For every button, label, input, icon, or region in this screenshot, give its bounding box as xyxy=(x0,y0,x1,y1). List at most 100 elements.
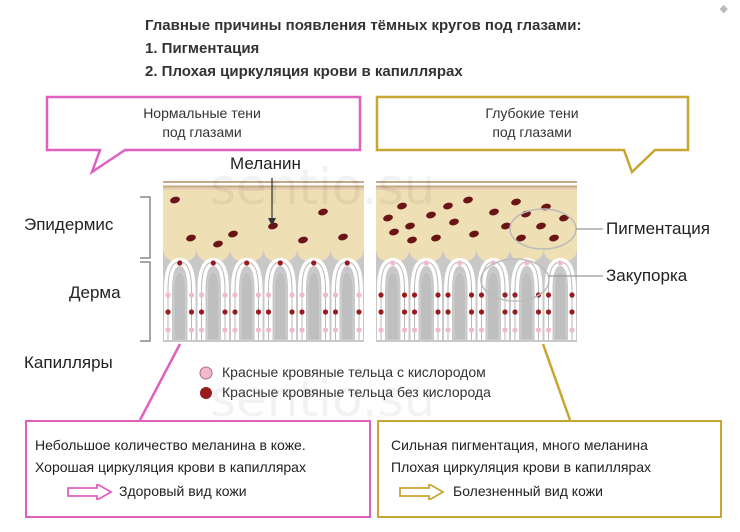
melanin-granule xyxy=(389,228,399,236)
deoxygenated-cell xyxy=(165,309,171,315)
deoxygenated-cell xyxy=(244,260,250,266)
deoxygenated-cell xyxy=(468,309,475,315)
oxygenated-cell xyxy=(457,260,463,266)
oxygenated-cell xyxy=(165,292,171,298)
deoxygenated-cell xyxy=(198,309,205,315)
oxygenated-cell xyxy=(468,327,475,333)
oxygenated-cell xyxy=(222,292,228,298)
deoxygenated-cell xyxy=(356,309,362,315)
title-line-1: Главные причины появления тёмных кругов … xyxy=(145,17,582,34)
oxygenated-cell xyxy=(255,292,262,298)
left-box-line-1: Небольшое количество меланина в коже. xyxy=(35,437,306,453)
oxygenated-cell xyxy=(557,260,563,266)
left-conclusion-box: Небольшое количество меланина в коже. Хо… xyxy=(25,420,371,518)
oxygenated-cell xyxy=(390,260,396,266)
melanin-granule xyxy=(559,214,569,222)
oxygenated-cell xyxy=(188,292,195,298)
watermark-bottom: sentio.su xyxy=(210,370,436,428)
deoxygenated-cell xyxy=(210,260,216,266)
oxygenated-cell xyxy=(198,292,205,298)
oxygenated-cell xyxy=(198,327,205,333)
oxygenated-cell xyxy=(378,327,384,333)
melanin-granule xyxy=(383,214,393,222)
dermal-papilla xyxy=(274,271,287,341)
right-box-line-2: Плохая циркуляция крови в капиллярах xyxy=(391,459,652,475)
melanin-granule xyxy=(536,222,546,230)
dermal-papilla xyxy=(173,271,186,341)
oxygenated-cell xyxy=(435,327,441,333)
oxygenated-cell xyxy=(401,327,408,333)
melanin-granule xyxy=(511,198,521,206)
deoxygenated-cell xyxy=(435,309,441,315)
melanin-granule xyxy=(549,234,559,242)
oxygenated-cell xyxy=(445,327,451,333)
melanin-granule xyxy=(170,196,180,204)
dermal-papilla xyxy=(520,271,533,341)
right-conclusion-box: Сильная пигментация, много меланина Плох… xyxy=(377,420,722,518)
melanin-granule xyxy=(268,222,278,230)
dermal-papilla xyxy=(554,271,567,341)
oxygenated-cell xyxy=(356,327,362,333)
deoxygenated-cell xyxy=(378,309,384,315)
blockage-label: Закупорка xyxy=(606,266,688,285)
deoxygenated-cell xyxy=(401,309,408,315)
melanin-granule xyxy=(186,234,196,242)
legend-deoxygenated: Красные кровяные тельца без кислорода xyxy=(222,384,491,400)
melanin-granule xyxy=(298,236,308,244)
left-connector xyxy=(138,343,182,421)
right-skin-section xyxy=(376,181,577,342)
dermis-bracket xyxy=(140,261,151,342)
oxygenated-cell xyxy=(411,327,418,333)
oxygenated-cell xyxy=(512,327,518,333)
deoxygenated-cell xyxy=(177,260,183,266)
deoxygenated-cell xyxy=(322,309,329,315)
deoxygenated-cell xyxy=(332,309,339,315)
oxygenated-cell xyxy=(322,292,329,298)
deoxygenated-cell xyxy=(265,309,272,315)
deoxygenated-cell xyxy=(512,292,518,298)
legend-oxygenated: Красные кровяные тельца с кислородом xyxy=(222,364,486,380)
oxygenated-cell xyxy=(478,327,485,333)
deoxygenated-cell xyxy=(502,309,508,315)
melanin-granule xyxy=(449,218,459,226)
capillaries-label: Капилляры xyxy=(24,353,113,372)
deoxygenated-cell xyxy=(299,309,305,315)
dermal-papilla xyxy=(386,271,399,341)
melanin-granule xyxy=(213,240,223,248)
melanin-granule xyxy=(463,196,473,204)
left-box-result: Здоровый вид кожи xyxy=(119,483,247,499)
dermal-papilla xyxy=(307,271,320,341)
melanin-granule xyxy=(443,202,453,210)
melanin-granule xyxy=(489,208,499,216)
oxygenated-cell xyxy=(289,327,295,333)
deoxygenated-cell xyxy=(435,292,441,298)
pigmentation-label: Пигментация xyxy=(606,219,710,238)
diamond-icon: ◆ xyxy=(719,3,728,15)
oxygenated-cell xyxy=(332,292,339,298)
title-line-2: 1. Пигментация xyxy=(145,40,260,57)
deoxygenated-cell xyxy=(232,309,238,315)
oxygenated-cell xyxy=(299,292,305,298)
melanin-label: Меланин xyxy=(230,154,301,173)
dermis-label: Дерма xyxy=(69,283,121,302)
deoxygenated-cell xyxy=(255,309,262,315)
deoxygenated-cell xyxy=(411,292,418,298)
oxygenated-cell xyxy=(255,327,262,333)
melanin-granule xyxy=(407,236,417,244)
deoxygenated-cell xyxy=(344,260,350,266)
melanin-granule xyxy=(228,230,238,238)
oxygenated-cell xyxy=(188,327,195,333)
oxygenated-cell xyxy=(423,260,429,266)
oxygenated-cell xyxy=(222,327,228,333)
oxygenated-cell xyxy=(322,327,329,333)
oxygenated-cell xyxy=(232,292,238,298)
oxygenated-cell xyxy=(502,327,508,333)
deoxygenated-cell xyxy=(502,292,508,298)
epidermis-bracket xyxy=(140,196,151,259)
deoxygenated-cell-marker xyxy=(200,387,212,399)
deoxygenated-cell xyxy=(569,292,575,298)
watermark-top: sentio.su xyxy=(210,158,436,216)
melanin-granule xyxy=(469,230,479,238)
oxygenated-cell xyxy=(569,327,575,333)
